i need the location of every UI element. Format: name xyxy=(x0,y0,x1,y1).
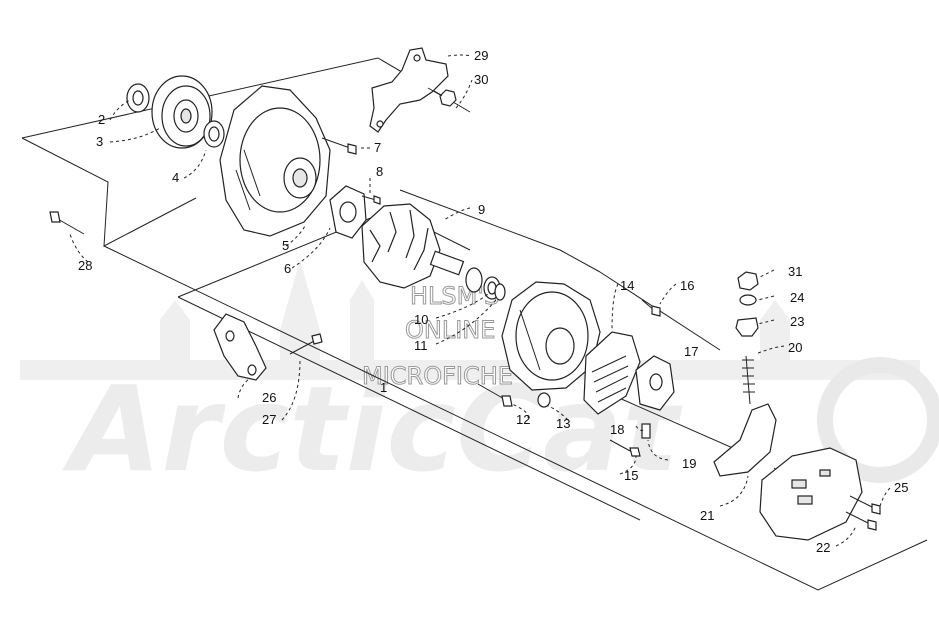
callout-9: 9 xyxy=(478,202,485,217)
part-30-bolt xyxy=(427,87,457,107)
callout-31: 31 xyxy=(788,264,802,279)
callout-14: 14 xyxy=(620,278,634,293)
part-3-pulley xyxy=(151,75,213,149)
part-rear-housing xyxy=(501,281,601,391)
callout-29: 29 xyxy=(474,48,488,63)
part-25-bolts xyxy=(845,495,881,531)
callout-4: 4 xyxy=(172,170,179,185)
part-5-front-housing xyxy=(219,85,331,237)
part-11-ring xyxy=(494,283,506,301)
part-9-rotor xyxy=(361,203,483,293)
leader-lines xyxy=(69,54,891,547)
watermark-line1: HLSM'S xyxy=(410,282,499,310)
part-4-spacer xyxy=(203,120,225,148)
callout-24: 24 xyxy=(790,290,804,305)
part-20-terminal-bolt xyxy=(742,355,755,405)
callout-22: 22 xyxy=(816,540,830,555)
callout-27: 27 xyxy=(262,412,276,427)
watermark-line3: MICROFICHE xyxy=(362,362,513,390)
part-8-screw xyxy=(361,195,381,205)
callout-17: 17 xyxy=(684,344,698,359)
part-6-plate xyxy=(329,185,367,239)
callout-16: 16 xyxy=(680,278,694,293)
callout-13: 13 xyxy=(556,416,570,431)
part-26-brace xyxy=(213,313,267,381)
callout-30: 30 xyxy=(474,72,488,87)
part-27-bolt xyxy=(289,333,323,355)
callout-11: 11 xyxy=(414,338,428,353)
part-29-bracket xyxy=(369,47,449,133)
callout-6: 6 xyxy=(284,261,291,276)
part-22-rear-cover xyxy=(759,447,863,541)
callout-21: 21 xyxy=(700,508,714,523)
part-7-screw xyxy=(321,137,357,155)
callout-3: 3 xyxy=(96,134,103,149)
callout-7: 7 xyxy=(374,140,381,155)
callout-12: 12 xyxy=(516,412,530,427)
part-14-rectifier xyxy=(583,331,641,415)
callout-20: 20 xyxy=(788,340,802,355)
callout-25: 25 xyxy=(894,480,908,495)
part-21-bracket xyxy=(713,403,777,477)
callout-2: 2 xyxy=(98,112,105,127)
callout-18: 18 xyxy=(610,422,624,437)
callout-10: 10 xyxy=(414,312,428,327)
part-15-screw xyxy=(609,439,641,457)
callout-28: 28 xyxy=(78,258,92,273)
part-23-insulator xyxy=(735,317,759,337)
part-12-bolt xyxy=(477,383,513,407)
callout-19: 19 xyxy=(682,456,696,471)
callout-5: 5 xyxy=(282,238,289,253)
callout-26: 26 xyxy=(262,390,276,405)
part-13-nut xyxy=(537,392,551,408)
part-2-nut xyxy=(126,83,150,113)
part-28-bolt xyxy=(49,211,85,235)
callout-8: 8 xyxy=(376,164,383,179)
callout-1: 1 xyxy=(380,380,387,395)
part-17-brush-holder xyxy=(635,355,675,411)
part-18-brush xyxy=(641,423,651,439)
part-16-screw xyxy=(641,299,661,317)
part-24-washer xyxy=(739,294,757,306)
part-31-nut xyxy=(737,271,759,291)
callout-labels: 2 3 4 5 6 7 8 9 10 11 1 12 13 14 15 16 1… xyxy=(78,48,908,555)
callout-23: 23 xyxy=(790,314,804,329)
callout-15: 15 xyxy=(624,468,638,483)
watermark-line2: ONLINE xyxy=(405,316,495,344)
